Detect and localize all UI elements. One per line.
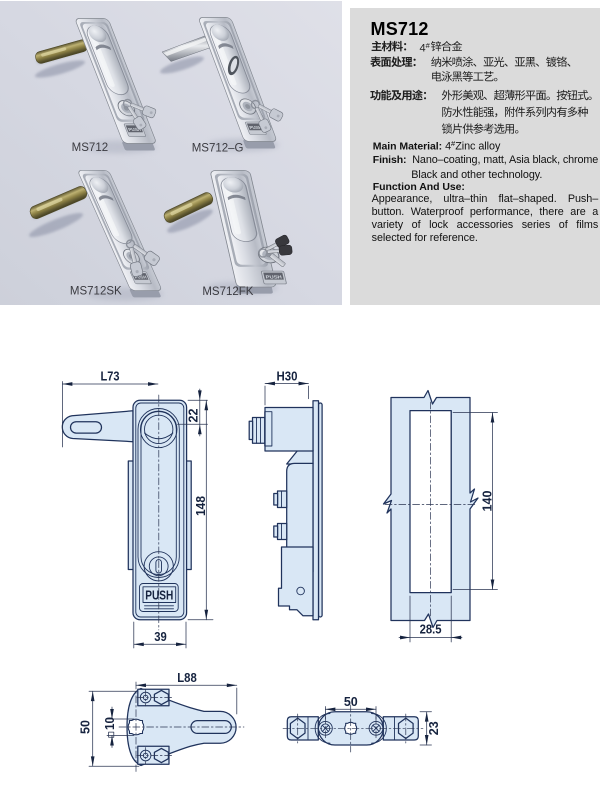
svg-text:22: 22 [186, 409, 200, 423]
svg-text:PUSH: PUSH [145, 589, 173, 603]
svg-text:148: 148 [194, 496, 208, 516]
svg-text:L88: L88 [177, 671, 197, 685]
svg-text:MS712SK: MS712SK [70, 286, 122, 298]
svg-text:MS712: MS712 [72, 142, 108, 154]
svg-text:H30: H30 [277, 370, 298, 384]
svg-text:140: 140 [480, 490, 494, 511]
svg-text:50: 50 [344, 695, 358, 709]
svg-text:L73: L73 [101, 370, 120, 384]
svg-text:MS712FK: MS712FK [202, 286, 253, 298]
svg-text:28.5: 28.5 [420, 623, 442, 637]
svg-text:50: 50 [79, 720, 93, 734]
svg-text:23: 23 [427, 721, 441, 735]
svg-text:39: 39 [154, 630, 167, 644]
svg-text:10: 10 [103, 717, 117, 730]
svg-text:MS712–G: MS712–G [192, 143, 244, 155]
